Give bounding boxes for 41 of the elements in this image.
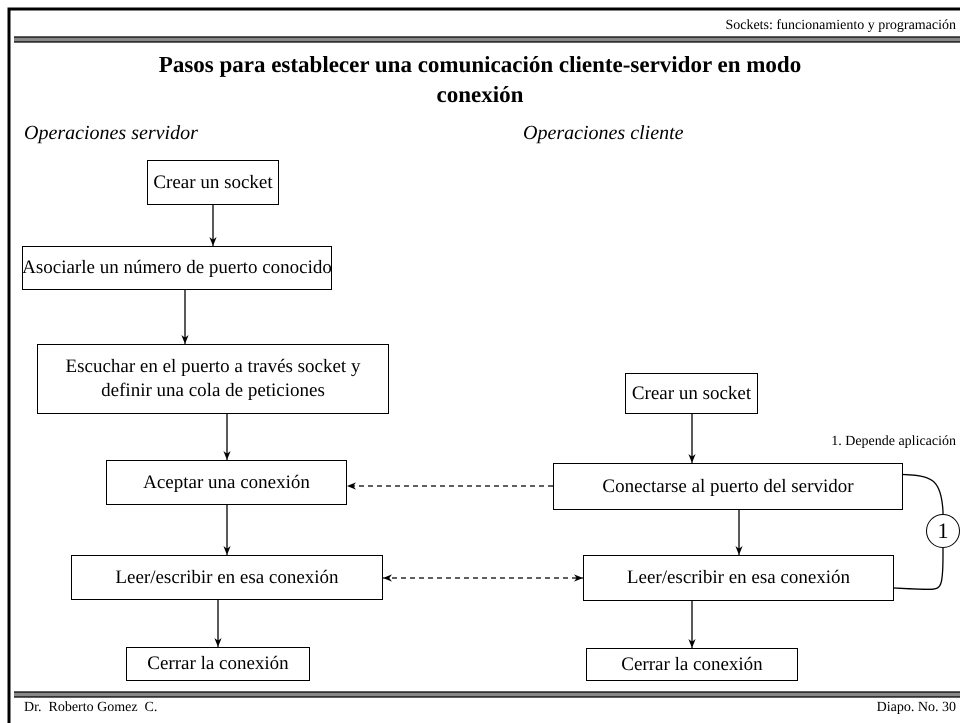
arrow [688, 414, 696, 463]
arrow [181, 290, 189, 344]
box-text: Crear un socket [153, 170, 273, 194]
process-box [71, 555, 383, 600]
arrow [214, 600, 222, 647]
slide-title: Pasos para establecer una comunicación cliente-servidor en modo conexión [158, 51, 802, 109]
arrow [223, 414, 231, 460]
box-text: Conectarse al puerto del servidor [602, 474, 854, 498]
process-box [586, 648, 798, 681]
process-box [22, 246, 332, 290]
box-text: Leer/escribir en esa conexión [115, 566, 339, 590]
box-text: Aceptar una conexión [143, 470, 310, 494]
arrow [209, 205, 217, 246]
header-text: Sockets: funcionamiento y programación [725, 18, 956, 34]
note-text: 1. Depende aplicación [831, 434, 956, 450]
process-box [106, 460, 347, 505]
column-heading: Operaciones cliente [523, 122, 684, 145]
page-number: Diapo. No. 30 [876, 700, 956, 716]
arrow [347, 482, 553, 490]
callout-circle [926, 514, 960, 548]
process-box [625, 373, 758, 414]
box-text: Asociarle un número de puerto conocido [22, 256, 332, 280]
process-box [583, 555, 894, 601]
callout-number: 1 [938, 517, 948, 545]
process-box [553, 463, 903, 510]
box-text: Leer/escribir en esa conexión [626, 566, 850, 590]
column-heading: Operaciones servidor [24, 122, 198, 145]
connector-curve [902, 474, 944, 514]
process-box [37, 344, 389, 414]
process-box [147, 160, 279, 205]
footer-text: Dr. Roberto Gomez C. [24, 700, 158, 716]
box-text: Crear un socket [632, 382, 752, 406]
box-text: Cerrar la conexión [621, 652, 763, 676]
arrow [383, 574, 583, 582]
arrow [223, 505, 231, 555]
box-text: Escuchar en el puerto a través socket y definir una cola de peticiones [64, 355, 362, 403]
box-text: Cerrar la conexión [147, 652, 289, 676]
arrow [688, 601, 696, 648]
process-box [126, 647, 310, 681]
connector-curve [894, 548, 944, 590]
arrow [735, 510, 743, 555]
